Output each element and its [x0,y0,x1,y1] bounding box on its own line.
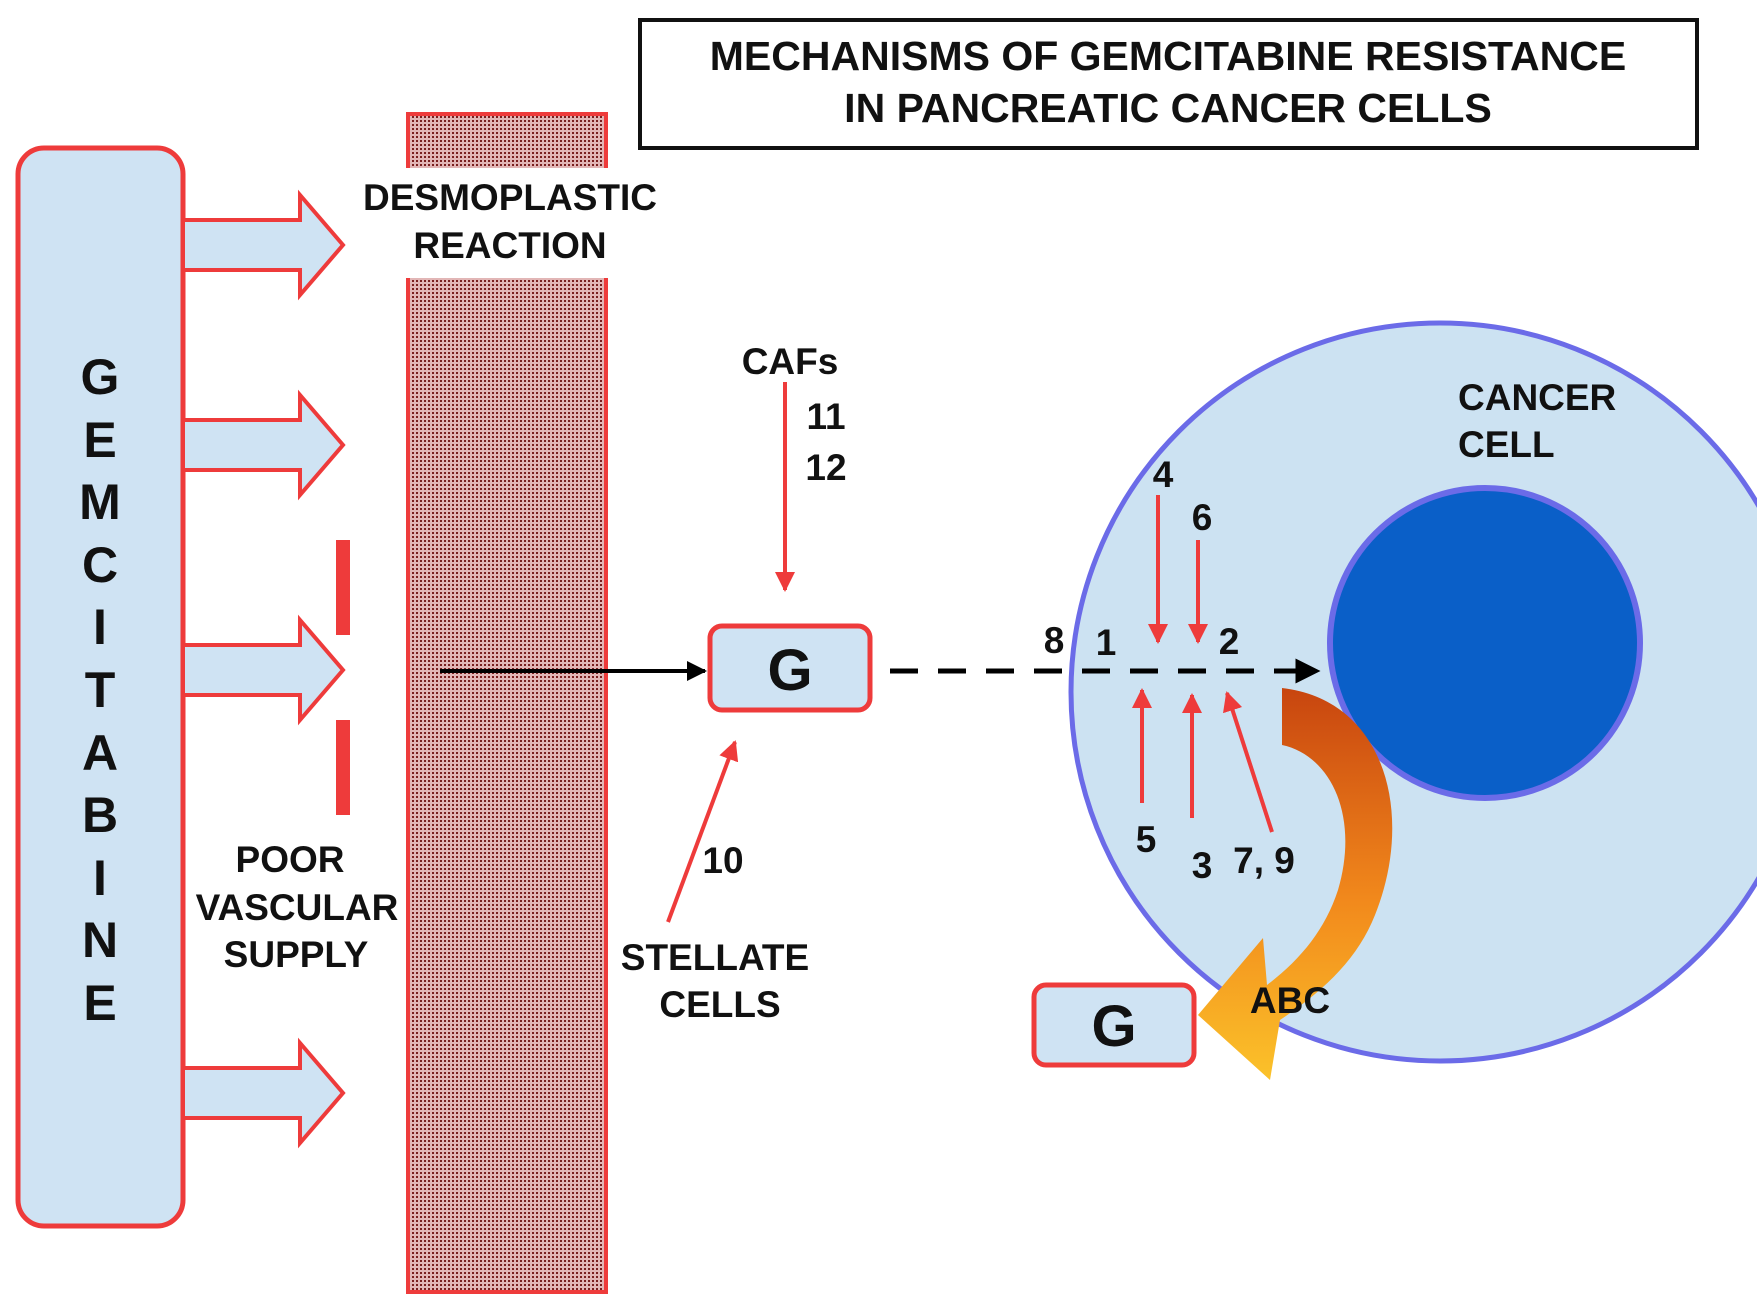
gemcitabine-letter: I [93,599,107,655]
desmoplastic-label-line-1: DESMOPLASTIC [363,177,657,218]
mechanism-number-4: 4 [1153,454,1174,495]
vascular-label-line-1: POOR [236,839,345,880]
title-box: MECHANISMS OF GEMCITABINE RESISTANCE IN … [638,18,1699,150]
abc-efflux-arrow [1198,688,1393,1080]
mechanism-number-2: 2 [1219,621,1240,662]
mechanism-number-10: 10 [702,840,743,881]
stellate-label-line-1: STELLATE [621,937,809,978]
vascular-barrier-bar-bottom [336,720,350,815]
gemcitabine-letter: G [81,349,120,405]
delivery-arrows [181,189,346,1149]
delivery-arrow-2 [181,389,346,501]
mechanism-number-12: 12 [805,447,846,488]
delivery-arrow-1 [181,189,346,301]
title-line-2: IN PANCREATIC CANCER CELLS [844,85,1492,131]
gemcitabine-letter: N [82,912,118,968]
stellate-label-line-2: CELLS [659,984,780,1025]
gemcitabine-column: GEMCITABINE [15,145,186,1229]
gemcitabine-box-extracellular: G [707,623,873,713]
gemcitabine-letter: A [82,725,118,781]
mechanism-arrow-7-9 [1223,691,1274,833]
cancer-cell-label-line-2: CELL [1458,424,1555,465]
cancer-cell [1068,320,1757,1064]
effluxed-box-letter: G [1091,994,1136,1059]
mechanism-number-3: 3 [1192,845,1213,886]
mechanism-number-7-9: 7, 9 [1233,840,1295,881]
delivery-arrow-4 [181,1037,346,1149]
gemcitabine-letters: GEMCITABINE [79,349,121,1031]
title-line-1: MECHANISMS OF GEMCITABINE RESISTANCE [710,33,1626,79]
abc-transporter-label: ABC [1250,980,1330,1021]
gemcitabine-box-effluxed: G [1031,982,1197,1068]
mechanism-number-11: 11 [806,396,845,437]
gemcitabine-letter: T [85,662,116,718]
gemcitabine-letter: I [93,850,107,906]
delivery-arrow-3 [181,614,346,726]
gemcitabine-letter: C [82,537,118,593]
cafs-label: CAFs [742,341,839,382]
gemcitabine-letter: E [83,412,116,468]
mechanism-number-8: 8 [1044,620,1065,661]
nucleus [1327,485,1643,801]
gemcitabine-letter: B [82,787,118,843]
cancer-cell-label-line-1: CANCER [1458,377,1616,418]
mechanism-number-6: 6 [1192,497,1213,538]
gemcitabine-letter: E [83,975,116,1031]
gemcitabine-letter: M [79,474,121,530]
vascular-label-line-3: SUPPLY [224,934,369,975]
mechanism-number-5: 5 [1136,819,1157,860]
vascular-label-line-2: VASCULAR [196,887,399,928]
mechanism-number-1: 1 [1096,622,1117,663]
desmoplastic-band [404,112,610,1294]
gemcitabine-box-letter: G [767,638,812,703]
vascular-barrier-bar-top [336,540,350,635]
desmoplastic-label-line-2: REACTION [413,225,606,266]
stellate-arrow [666,740,739,923]
